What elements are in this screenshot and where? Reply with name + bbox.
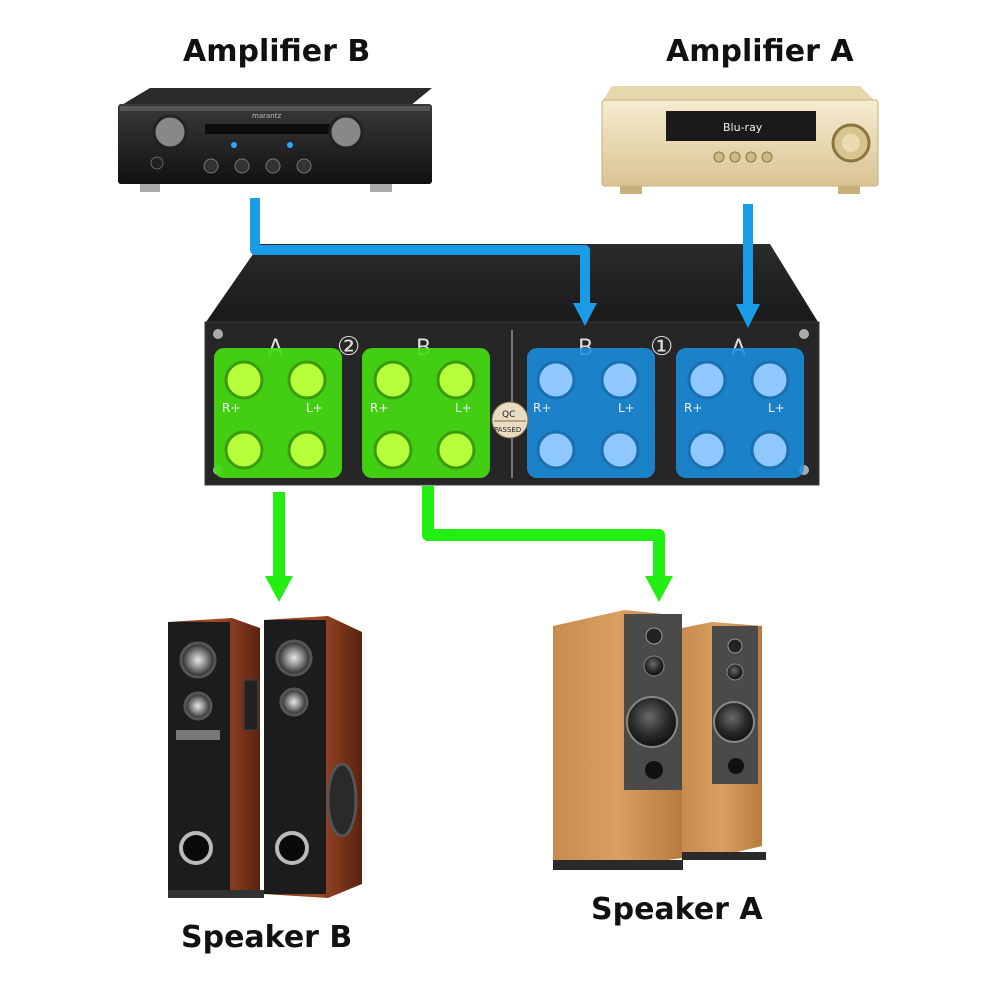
amp-a-display: Blu-ray bbox=[723, 121, 763, 134]
terminal-label: L+ bbox=[306, 401, 323, 415]
amplifier-b-device: marantz bbox=[118, 88, 432, 192]
amp-b-brand: marantz bbox=[252, 112, 281, 120]
input-arrows bbox=[250, 198, 760, 328]
terminal-label: L+ bbox=[618, 401, 635, 415]
amplifier-b-label: Amplifier B bbox=[183, 34, 371, 69]
group-1-number: ① bbox=[650, 332, 673, 362]
binding-posts bbox=[224, 360, 790, 470]
terminal-label: L+ bbox=[768, 401, 785, 415]
speaker-a-arrowhead bbox=[645, 576, 673, 602]
speaker-a-device bbox=[553, 610, 766, 870]
amp-b-arrowhead bbox=[573, 303, 597, 326]
output-arrows bbox=[265, 486, 673, 602]
amplifier-a-device: Blu-ray bbox=[601, 86, 879, 194]
amplifier-a-label: Amplifier A bbox=[666, 34, 854, 69]
terminal-label: R+ bbox=[370, 401, 388, 415]
speaker-b-device bbox=[168, 616, 362, 898]
speaker-switch-box: ② ① A B B A bbox=[204, 244, 820, 486]
amp-b-to-switch-arrow bbox=[250, 198, 590, 305]
speaker-b-label: Speaker B bbox=[181, 920, 353, 955]
qc-passed-sticker: QC PASSED bbox=[491, 401, 529, 439]
terminal-label: R+ bbox=[222, 401, 240, 415]
terminal-label: R+ bbox=[533, 401, 551, 415]
terminal-label: R+ bbox=[684, 401, 702, 415]
switch-to-speaker-a-arrow bbox=[422, 486, 665, 578]
qc-bottom-text: PASSED bbox=[494, 426, 521, 434]
qc-top-text: QC bbox=[502, 410, 515, 420]
amp-a-arrowhead bbox=[736, 304, 760, 328]
speaker-a-label: Speaker A bbox=[591, 892, 763, 927]
speaker-b-arrowhead bbox=[265, 576, 293, 602]
group-2-number: ② bbox=[337, 332, 360, 362]
terminal-label: L+ bbox=[455, 401, 472, 415]
